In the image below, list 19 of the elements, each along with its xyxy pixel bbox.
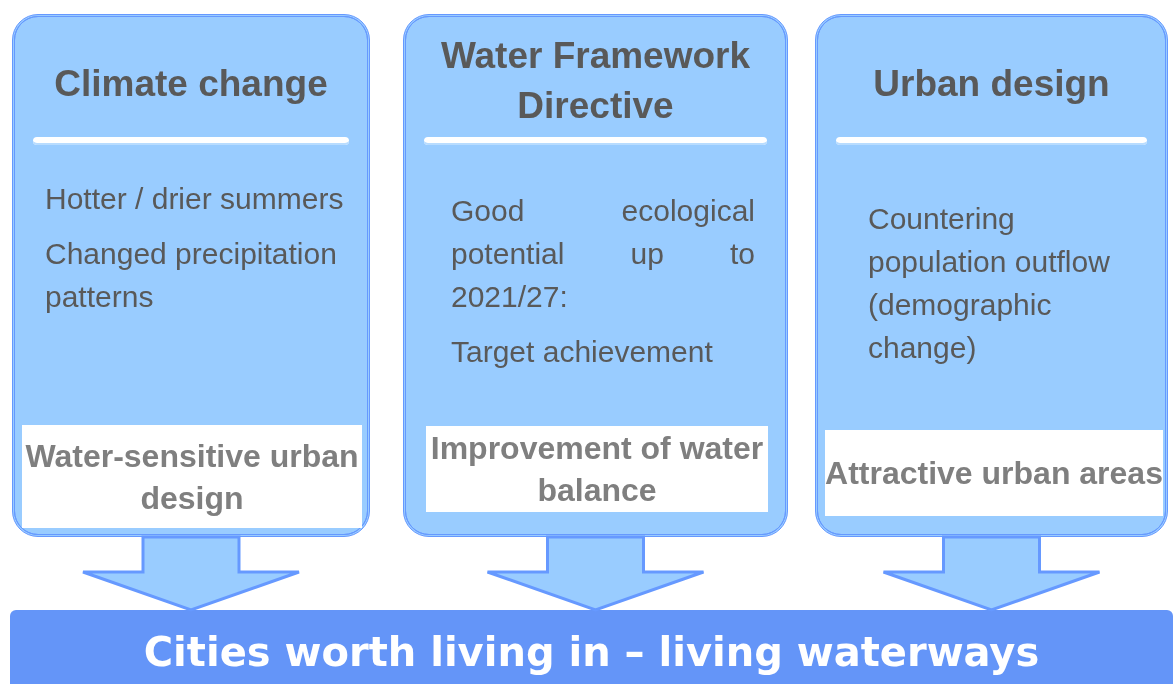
bullet-text: Target achievement [451,334,714,370]
highlight-box: Water-sensitive urban design [22,425,362,528]
column-heading: Climate change [53,62,329,106]
bullet-text: Countering population outflow (demographic change) [868,201,1111,366]
column-heading: Urban design [872,62,1111,106]
outcome-banner [10,610,1173,684]
topic-column [12,14,370,537]
bullet-text: Changed precipitation patterns [45,236,338,315]
topic-column [403,14,788,537]
block-arrow [81,535,301,612]
banner-text: Cities worth living in – living waterways [143,628,1040,677]
column-heading: Water Framework Directive [439,34,752,128]
block-arrow [882,535,1101,612]
highlight-box: Improvement of water balance [426,426,768,512]
topic-column [815,14,1168,537]
block-arrow [486,535,705,612]
highlight-box: Attractive urban areas [825,430,1163,516]
bullet-text: Hotter / drier summers [45,181,345,217]
bullet-text: Good ecological potential up to 2021/27: [451,193,755,315]
